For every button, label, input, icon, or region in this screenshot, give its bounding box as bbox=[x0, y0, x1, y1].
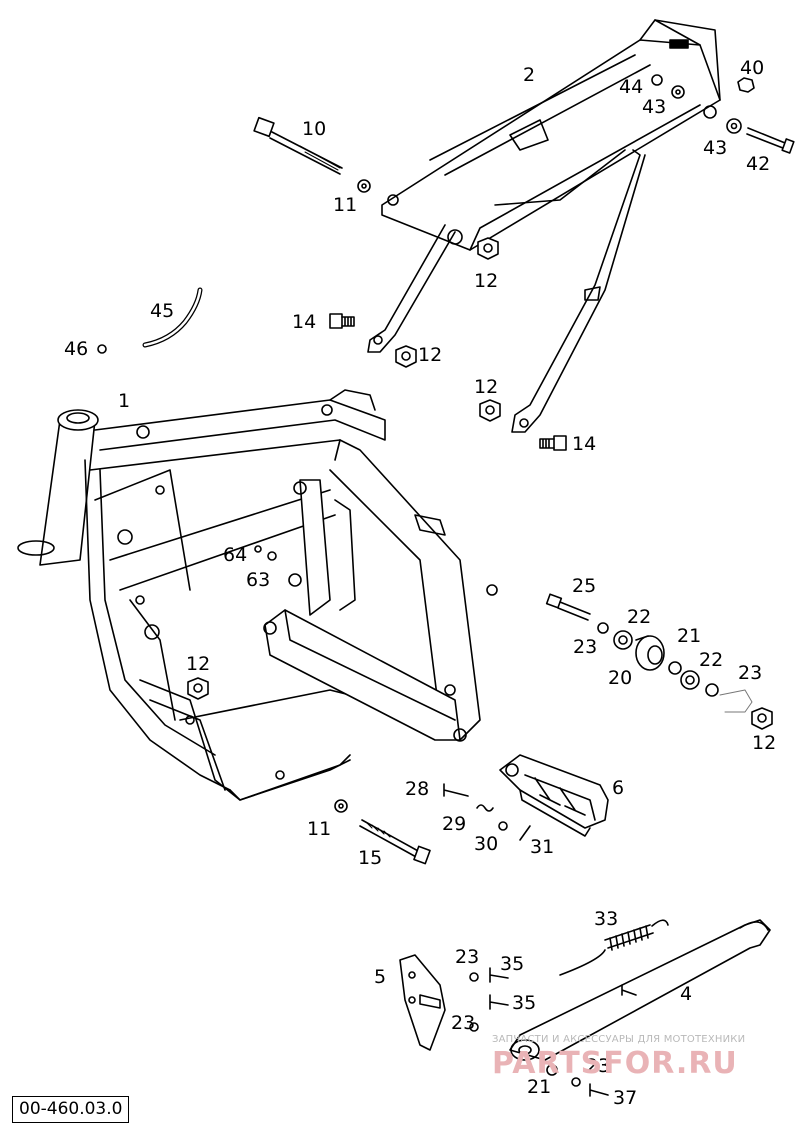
callout-12-d: 12 bbox=[186, 653, 211, 675]
callout-42: 42 bbox=[746, 153, 771, 175]
callout-23-a: 23 bbox=[573, 636, 598, 658]
watermark-logo: PARTSFOR.RU bbox=[492, 1046, 738, 1081]
callout-43-b: 43 bbox=[703, 137, 728, 159]
nut-40 bbox=[737, 77, 755, 93]
sidestand-4 bbox=[509, 919, 771, 1061]
bolt-35-b bbox=[489, 994, 509, 1010]
callout-40: 40 bbox=[740, 57, 765, 79]
washer-30 bbox=[498, 821, 508, 831]
clip-46 bbox=[97, 344, 107, 354]
callout-28: 28 bbox=[405, 778, 430, 800]
nut-12-b bbox=[395, 345, 417, 368]
rivet-64 bbox=[254, 545, 262, 553]
main-frame bbox=[17, 389, 498, 801]
nut-12-c bbox=[479, 399, 501, 422]
callout-23-b: 23 bbox=[738, 662, 763, 684]
callout-12-b: 12 bbox=[418, 344, 443, 366]
callout-5: 5 bbox=[374, 966, 387, 988]
bolt-10 bbox=[253, 116, 343, 175]
callout-22-b: 22 bbox=[699, 649, 724, 671]
callout-12-c: 12 bbox=[474, 376, 499, 398]
callout-23-d: 23 bbox=[451, 1012, 476, 1034]
callout-30: 30 bbox=[474, 833, 499, 855]
spacer-21-a bbox=[668, 661, 682, 675]
spacer-22-b bbox=[680, 670, 700, 690]
callout-45: 45 bbox=[150, 300, 175, 322]
cotter-31 bbox=[519, 825, 531, 841]
washer-44 bbox=[651, 74, 663, 86]
washer-43-a bbox=[671, 85, 685, 99]
callout-44: 44 bbox=[619, 76, 644, 98]
callout-43-a: 43 bbox=[642, 96, 667, 118]
washer-11-upper bbox=[357, 179, 371, 193]
callout-25: 25 bbox=[572, 575, 597, 597]
callout-14-b: 14 bbox=[572, 433, 597, 455]
bolt-37 bbox=[589, 1083, 609, 1097]
rear-subframe bbox=[367, 19, 721, 433]
bolt-42 bbox=[746, 127, 795, 154]
callout-12-a: 12 bbox=[474, 270, 499, 292]
callout-22-a: 22 bbox=[627, 606, 652, 628]
callout-64: 64 bbox=[223, 544, 248, 566]
washer-23-d bbox=[469, 1022, 479, 1032]
spacer-22-a bbox=[613, 630, 633, 650]
callout-11-upper: 11 bbox=[333, 194, 358, 216]
callout-31: 31 bbox=[530, 836, 555, 858]
callout-29: 29 bbox=[442, 813, 467, 835]
footpeg-6 bbox=[499, 754, 609, 837]
nut-12-a bbox=[477, 237, 499, 260]
spring-29 bbox=[476, 804, 494, 812]
part-number-label: 00-460.03.0 bbox=[12, 1096, 130, 1123]
bushing-20 bbox=[635, 635, 665, 671]
washer-21-b bbox=[546, 1064, 558, 1076]
callout-2: 2 bbox=[523, 64, 536, 86]
bolt-35-a bbox=[489, 967, 509, 983]
bolt-14-a bbox=[329, 313, 355, 329]
callout-35-a: 35 bbox=[500, 953, 525, 975]
washer-23-b bbox=[705, 683, 719, 697]
spring-33 bbox=[559, 919, 669, 976]
callout-12-e: 12 bbox=[752, 732, 777, 754]
callout-6: 6 bbox=[612, 777, 625, 799]
callout-23-e: 23 bbox=[586, 1055, 611, 1077]
washer-23-e bbox=[571, 1077, 581, 1087]
callout-23-c: 23 bbox=[455, 946, 480, 968]
washer-11-lower bbox=[334, 799, 348, 813]
grommet-63 bbox=[267, 551, 277, 561]
nut-12-e bbox=[751, 707, 773, 730]
callout-20: 20 bbox=[608, 667, 633, 689]
pin-28 bbox=[443, 783, 469, 797]
watermark-tagline: ЗАПЧАСТИ И АКСЕССУАРЫ ДЛЯ МОТОТЕХНИКИ bbox=[492, 1034, 746, 1045]
callout-37: 37 bbox=[613, 1087, 638, 1109]
nut-12-d bbox=[187, 677, 209, 700]
callout-63: 63 bbox=[246, 569, 271, 591]
bolt-14-b bbox=[539, 435, 567, 451]
callout-1: 1 bbox=[118, 390, 131, 412]
callout-11-lower: 11 bbox=[307, 818, 332, 840]
callout-21-a: 21 bbox=[677, 625, 702, 647]
callout-46: 46 bbox=[64, 338, 89, 360]
bolt-25 bbox=[545, 593, 591, 621]
bolt-15 bbox=[359, 819, 431, 865]
washer-23-a bbox=[597, 622, 609, 634]
callout-35-b: 35 bbox=[512, 992, 537, 1014]
callout-15: 15 bbox=[358, 847, 383, 869]
callout-4: 4 bbox=[680, 983, 693, 1005]
callout-10: 10 bbox=[302, 118, 327, 140]
washer-23-c bbox=[469, 972, 479, 982]
callout-33: 33 bbox=[594, 908, 619, 930]
callout-21-b: 21 bbox=[527, 1076, 552, 1098]
bracket-5 bbox=[399, 954, 446, 1051]
callout-14-a: 14 bbox=[292, 311, 317, 333]
washer-43-b bbox=[726, 118, 742, 134]
